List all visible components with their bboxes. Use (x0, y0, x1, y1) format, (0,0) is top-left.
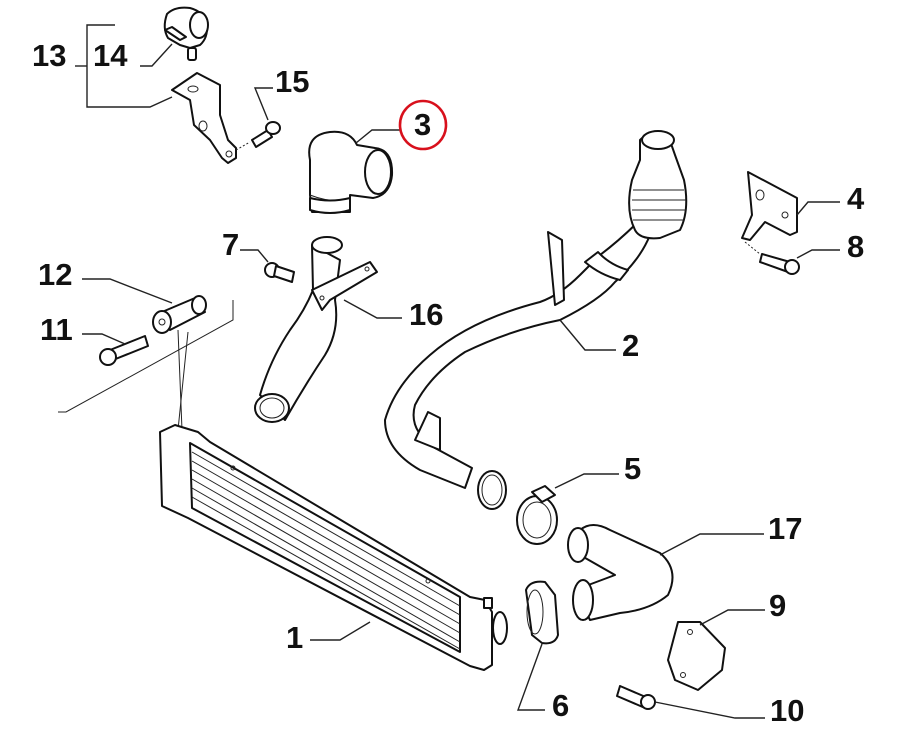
callout-label-7[interactable]: 7 (222, 227, 240, 262)
part-7-bolt[interactable] (240, 249, 295, 283)
part-16-intake-pipe[interactable] (254, 236, 402, 423)
callout-label-11[interactable]: 11 (40, 312, 73, 347)
part-15-bolt[interactable] (235, 87, 281, 151)
intercooler-fins (191, 451, 461, 650)
part-5-hose-clamp[interactable] (516, 473, 619, 545)
callout-label-13[interactable]: 13 (32, 38, 67, 73)
part-13-bracket[interactable] (171, 72, 237, 164)
callout-label-2[interactable]: 2 (622, 328, 640, 363)
part-6-hose-clamp[interactable] (517, 580, 559, 711)
callout-label-4[interactable]: 4 (847, 181, 865, 216)
callout-label-15[interactable]: 15 (275, 64, 310, 99)
part-9-bracket[interactable] (667, 609, 765, 691)
callout-label-8[interactable]: 8 (847, 229, 865, 264)
part-4-bracket[interactable] (741, 171, 840, 241)
part-12-bushing[interactable] (82, 278, 207, 334)
mount-guide-lines (58, 300, 234, 431)
callout-label-5[interactable]: 5 (624, 451, 642, 486)
callout-label-17[interactable]: 17 (768, 511, 803, 546)
part-2-charge-air-pipe[interactable] (384, 219, 651, 510)
callout-label-14[interactable]: 14 (93, 38, 128, 73)
callout-13-bracket-lines (75, 24, 173, 108)
callout-label-10[interactable]: 10 (770, 693, 805, 728)
callout-label-1[interactable]: 1 (286, 620, 304, 655)
callout-label-9[interactable]: 9 (769, 588, 787, 623)
part-14-pipe-clip[interactable] (140, 6, 209, 67)
highlight-circle-part-3 (398, 99, 448, 151)
callout-label-12[interactable]: 12 (38, 257, 73, 292)
callout-label-16[interactable]: 16 (409, 297, 444, 332)
part-1-intercooler[interactable] (159, 424, 508, 671)
part-3-elbow-hose[interactable] (308, 129, 400, 214)
callout-label-6[interactable]: 6 (552, 688, 570, 723)
part-11-bolt[interactable] (82, 333, 149, 366)
callout-label-3[interactable]: 3 (414, 107, 432, 142)
part-10-bolt[interactable] (616, 685, 765, 719)
part-17-elbow-hose[interactable] (567, 524, 764, 621)
part-8-bolt[interactable] (744, 241, 840, 275)
part-2-corrugated-section[interactable] (628, 130, 688, 240)
